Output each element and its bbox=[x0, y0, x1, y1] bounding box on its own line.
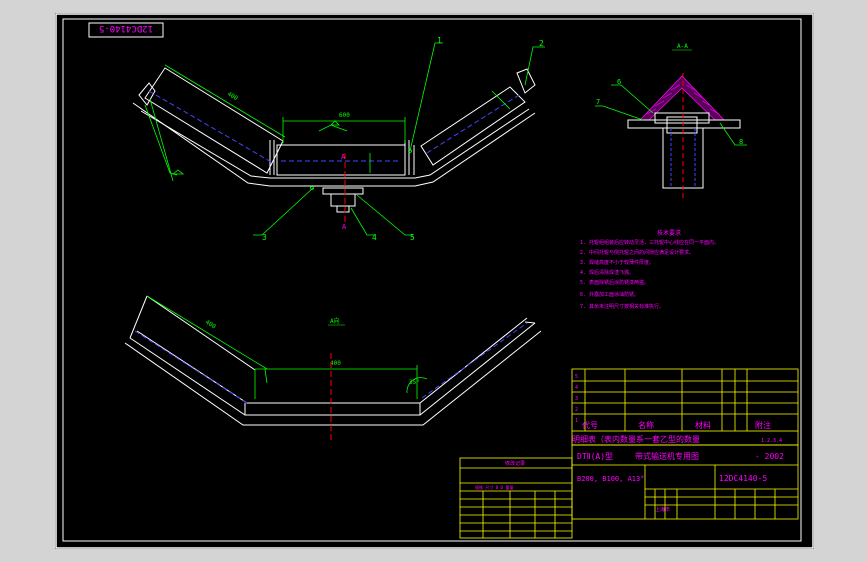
tech-note-5: 5. 表面除锈后涂防锈漆两遍。 bbox=[580, 279, 649, 286]
tech-notes-title: 技术要求 bbox=[657, 229, 681, 237]
callout-5: 5 bbox=[410, 233, 415, 242]
drawing-sheet: 12DC4140-5 bbox=[55, 13, 814, 549]
dim-center-length: 600 bbox=[339, 112, 350, 119]
idler-front-view bbox=[132, 67, 536, 213]
section-callout-8: 8 bbox=[739, 138, 743, 146]
dim-wing-bottom: 400 bbox=[204, 319, 217, 331]
cad-drawing: 12DC4140-5 bbox=[55, 13, 814, 549]
revision-table bbox=[459, 457, 573, 539]
callout-2: 2 bbox=[539, 39, 544, 48]
dimension-lines bbox=[164, 64, 511, 173]
parts-header-material: 材料 bbox=[695, 420, 711, 430]
section-callout-7: 7 bbox=[596, 98, 600, 106]
weld-symbol bbox=[171, 120, 348, 175]
tech-notes: 技术要求 1. 托辊组组装后应转动灵活，三托辊中心线应在同一平面内。 2. 中间… bbox=[580, 229, 719, 310]
callout-4: 4 bbox=[372, 233, 377, 242]
dim-bottom-span: 400 bbox=[330, 360, 341, 367]
revision-footer: 规格 尺寸 B D 重量 bbox=[475, 484, 513, 490]
parts-row-4: 4 bbox=[575, 385, 578, 391]
callout-3: 3 bbox=[262, 233, 267, 242]
dim-wing-length: 400 bbox=[226, 91, 239, 103]
title-year: - 2002 bbox=[755, 452, 784, 461]
parts-table bbox=[571, 368, 799, 446]
revision-title: 修改记录 bbox=[505, 460, 525, 467]
inner-frame bbox=[62, 18, 802, 542]
tech-note-7: 7. 其余未注明尺寸按相关标准执行。 bbox=[580, 303, 664, 310]
parts-header-code: 代号 bbox=[582, 420, 598, 430]
parts-footer-right: 1.2.3.4 bbox=[761, 438, 782, 444]
section-callout-6: 6 bbox=[617, 78, 621, 86]
title-series: DTⅡ(A)型 bbox=[577, 452, 613, 461]
outer-frame bbox=[55, 13, 814, 549]
parts-row-3: 3 bbox=[575, 396, 578, 402]
title-drawing-no: 12DC4140-5 bbox=[719, 474, 767, 483]
parts-footer-note: 明细表（表内数量系一套乙型的数量 bbox=[572, 434, 700, 444]
section-label: A-A bbox=[677, 43, 688, 50]
roller-axis-lines bbox=[148, 90, 520, 164]
tech-note-6: 6. 外露加工面涂油防锈。 bbox=[580, 291, 639, 298]
title-company: 上海市 bbox=[655, 506, 670, 513]
drawing-code-text: 12DC4140-5 bbox=[99, 23, 153, 33]
parts-row-2: 2 bbox=[575, 407, 578, 413]
drawing-code-box: 12DC4140-5 bbox=[88, 22, 164, 38]
dim-angle-bottom: 35° bbox=[409, 379, 420, 386]
revision-table-text: 修改记录 规格 尺寸 B D 重量 bbox=[475, 460, 525, 490]
section-mark-a-1: A bbox=[341, 153, 346, 161]
bottom-view-label: A向 bbox=[330, 317, 340, 325]
section-view: A-A 6 7 8 bbox=[595, 43, 747, 198]
title-main: 带式输送机专用图 bbox=[635, 451, 699, 461]
parts-header-note: 附注 bbox=[755, 420, 771, 430]
parts-header-name: 名称 bbox=[638, 420, 654, 430]
title-spec: B200, B100, A13° bbox=[577, 475, 644, 483]
callout-1: 1 bbox=[437, 36, 442, 45]
tech-note-3: 3. 焊缝高度不小于较薄件厚度。 bbox=[580, 259, 654, 266]
idler-bottom-view: A向 400 400 35° bbox=[124, 295, 542, 443]
title-block-text: DTⅡ(A)型 带式输送机专用图 - 2002 B200, B100, A13°… bbox=[577, 451, 784, 513]
tech-note-2: 2. 中间托辊与侧托辊之间的间隙应满足设计要求。 bbox=[580, 249, 694, 256]
section-mark-a-2: A bbox=[342, 223, 347, 231]
parts-row-5: 5 bbox=[575, 374, 578, 380]
parts-row-1: 1 bbox=[575, 418, 578, 424]
tech-note-4: 4. 焊后清除焊渣飞溅。 bbox=[580, 269, 634, 276]
tech-note-1: 1. 托辊组组装后应转动灵活，三托辊中心线应在同一平面内。 bbox=[580, 239, 719, 246]
parts-table-text: 5 4 3 2 1 代号 名称 材料 附注 明细表（表内数量系一套乙型的数量 1… bbox=[572, 374, 782, 444]
